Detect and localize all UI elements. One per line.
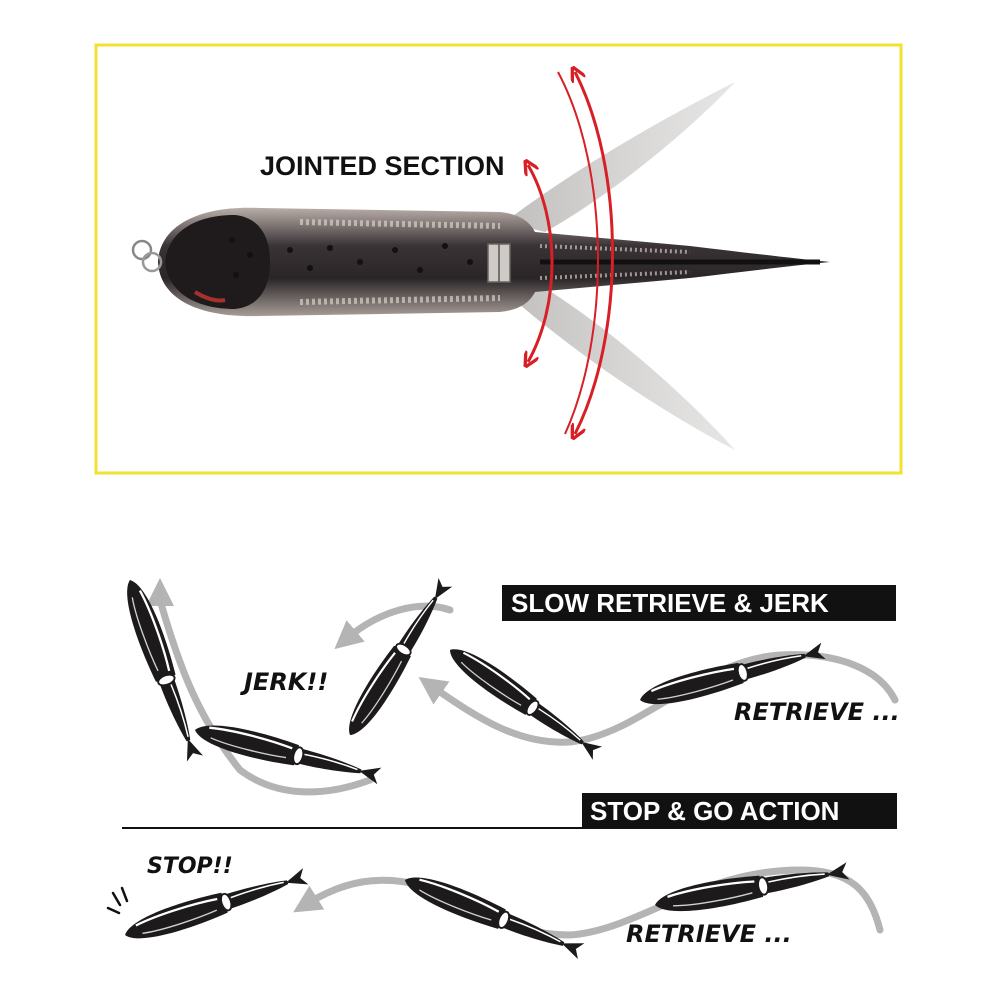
stop-impact-marks (106, 886, 129, 915)
upper-swing-fin (505, 82, 735, 232)
lure-diving (441, 638, 606, 765)
lure-head (165, 215, 270, 309)
retrieve-label-top: RETRIEVE ... (734, 698, 900, 726)
swing-arrow-inner (528, 165, 554, 362)
stop-go-banner: STOP & GO ACTION (582, 793, 897, 829)
lure-retrieve-bottom (651, 856, 852, 920)
slow-retrieve-banner: SLOW RETRIEVE & JERK (502, 585, 896, 621)
lower-swing-fin (505, 288, 735, 450)
jerk-label: JERK!! (240, 668, 328, 696)
swing-arrow-outer (575, 72, 614, 434)
stop-label: STOP!! (147, 854, 233, 879)
lure-photo (131, 82, 830, 450)
svg-text:STOP & GO ACTION: STOP & GO ACTION (590, 796, 839, 826)
lure-go-diving (399, 866, 588, 965)
svg-text:SLOW RETRIEVE & JERK: SLOW RETRIEVE & JERK (511, 588, 829, 618)
lure-rising (338, 574, 457, 743)
jointed-section-label: JOINTED SECTION (260, 151, 505, 181)
retrieve-label-bottom: RETRIEVE ... (626, 920, 792, 948)
line-tie-ring (131, 239, 153, 261)
